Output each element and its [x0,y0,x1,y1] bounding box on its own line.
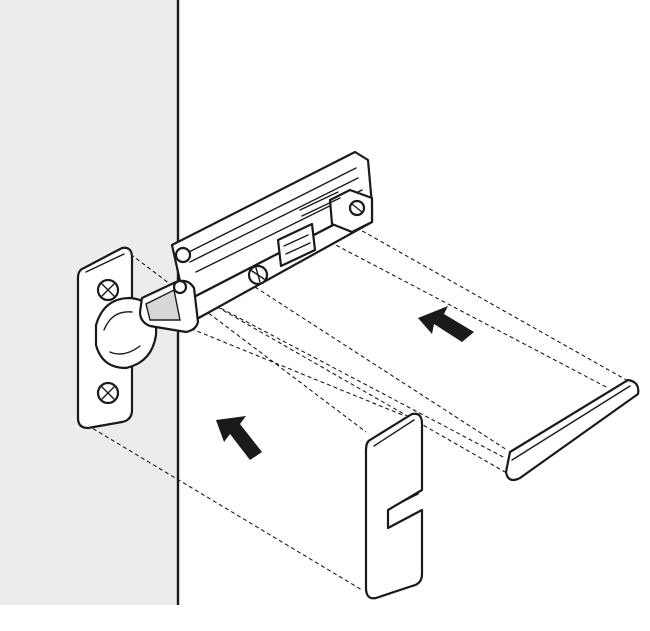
arrow-icon [216,416,262,460]
screw-icon [247,264,269,286]
cup-cover-cap [364,412,424,600]
screw-icon [96,381,120,405]
hinge-arm [138,150,374,334]
arrow-icon [418,306,474,342]
hinge-mounting-plate [76,246,158,430]
screw-icon [96,278,120,302]
screw-icon [348,199,366,217]
arm-cover-cap [504,378,640,482]
alignment-lines [86,223,631,591]
